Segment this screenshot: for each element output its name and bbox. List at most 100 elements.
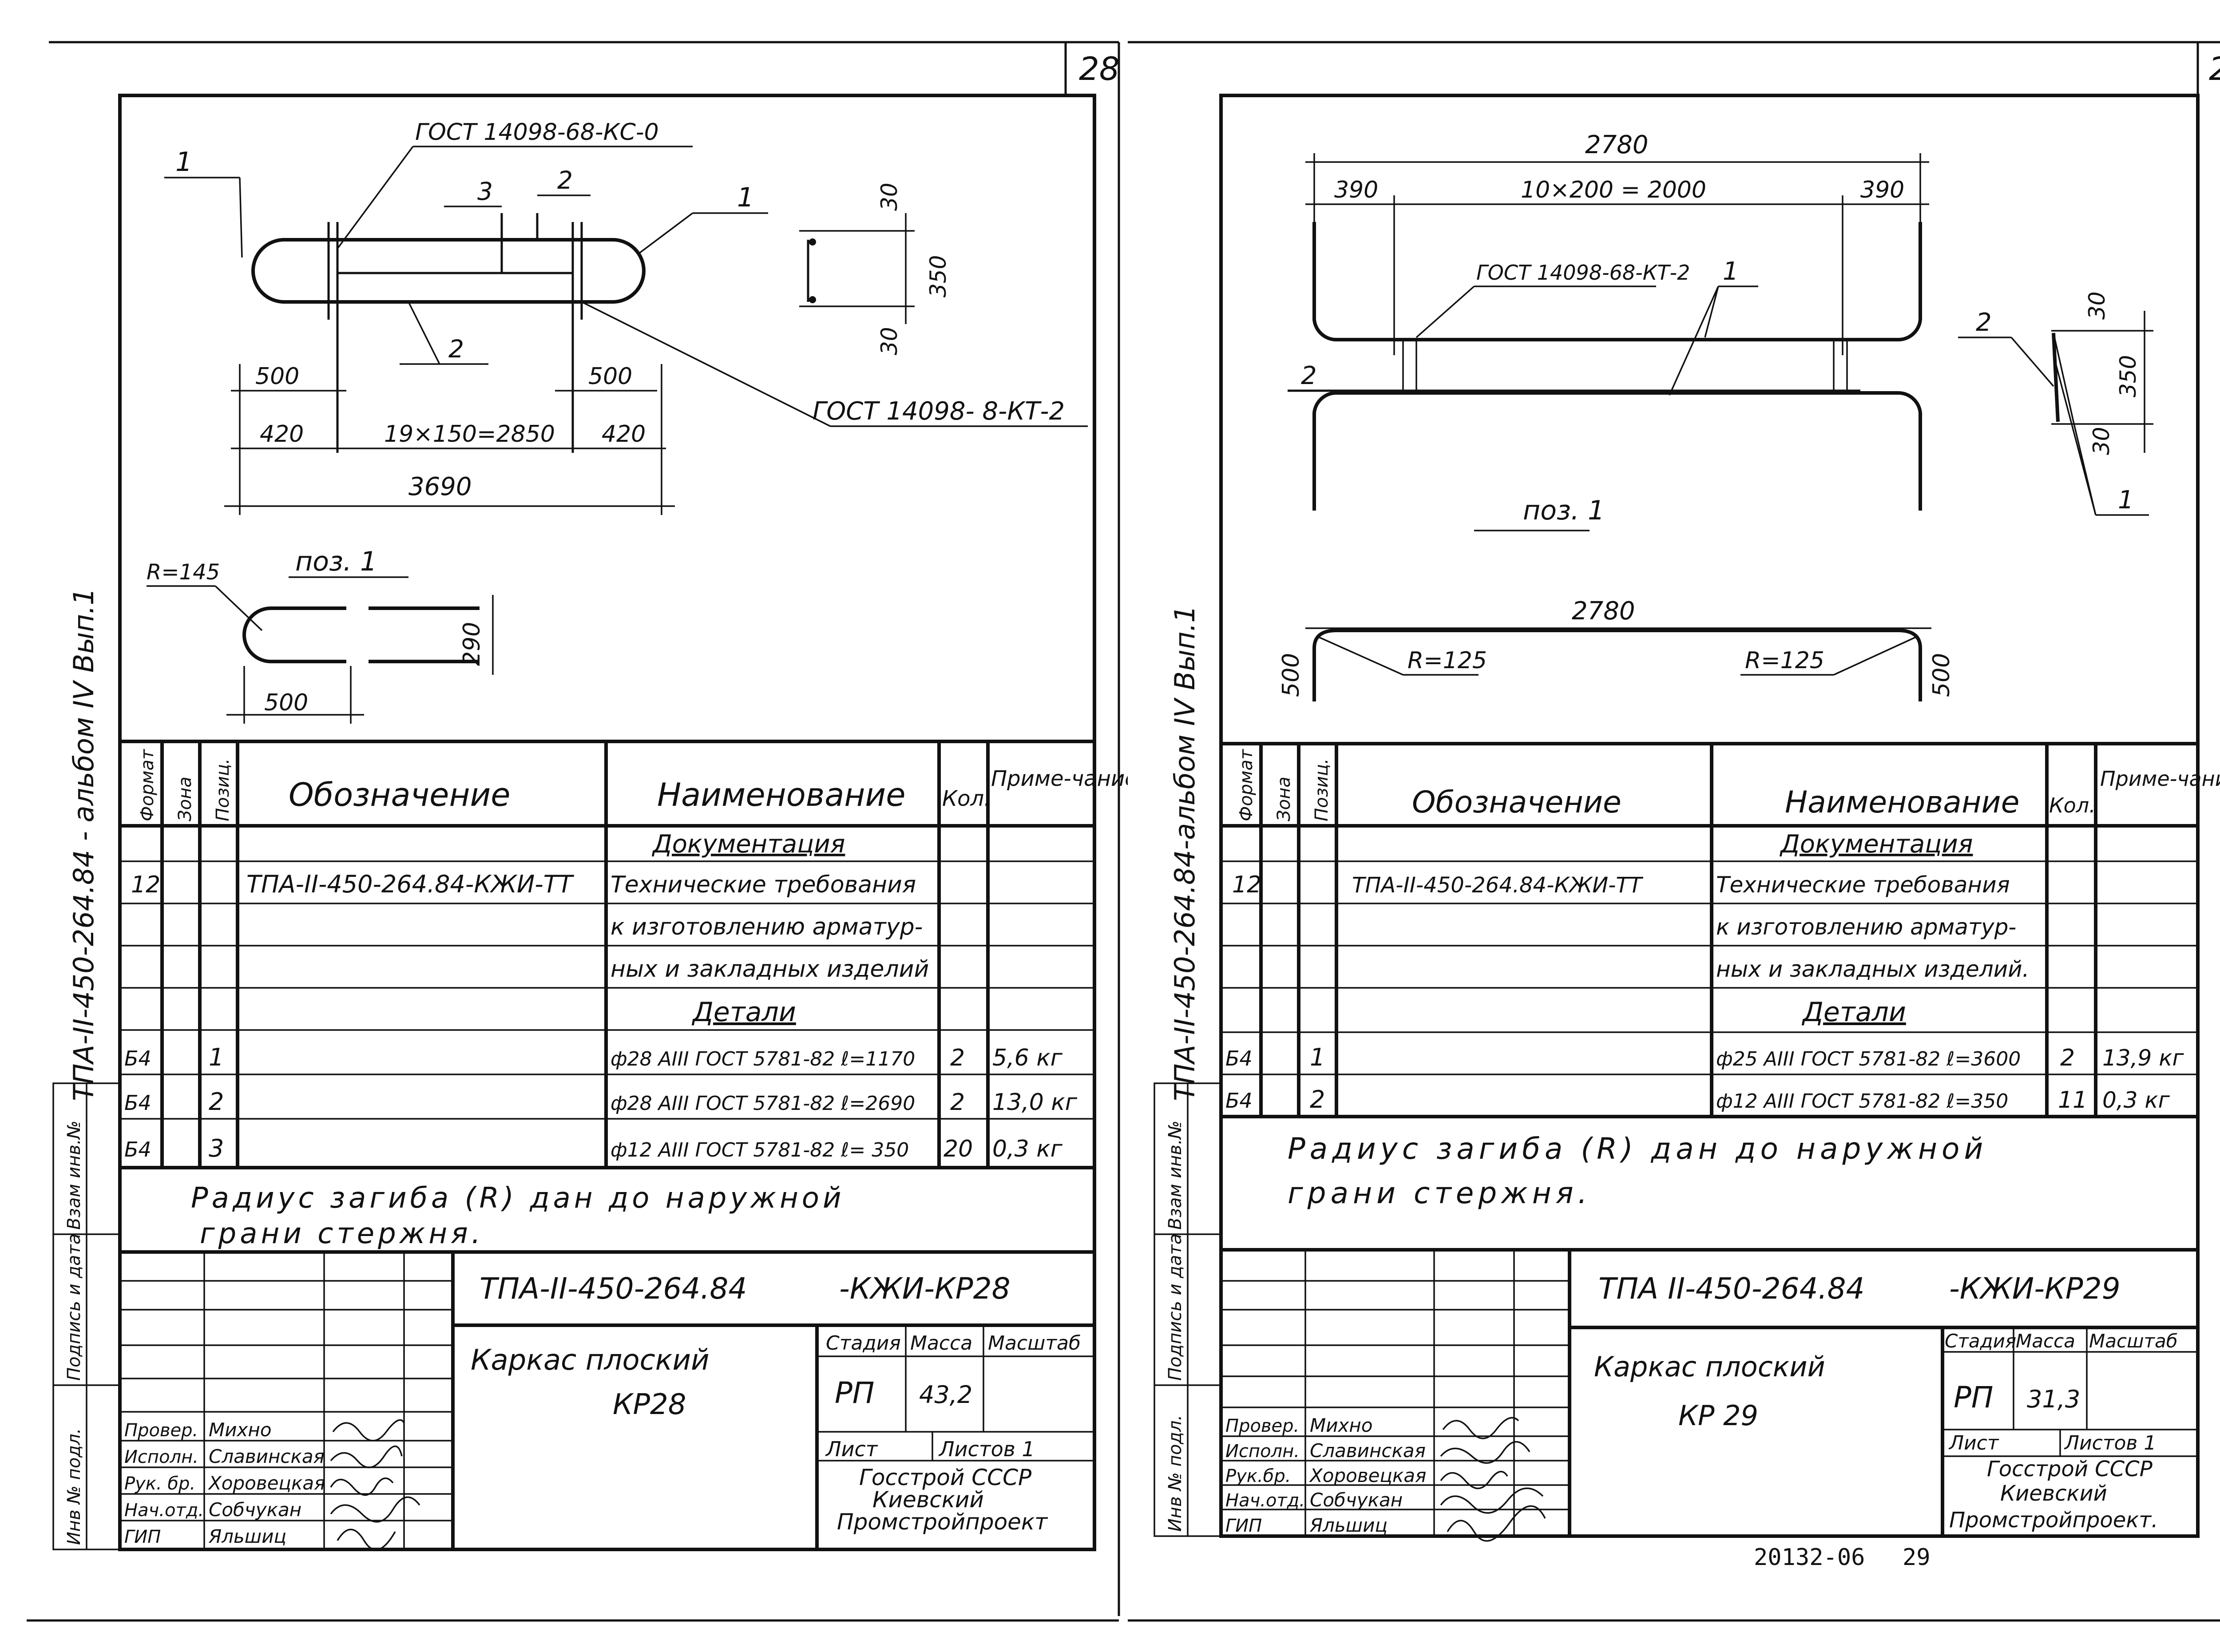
cross-section: 30 350 30: [799, 182, 951, 355]
org-line3: Промстройпроект: [837, 1509, 1048, 1535]
spec-header-qty: Кол.: [2049, 793, 2096, 817]
spec-doc-name-2: к изготовлению арматур-: [610, 914, 923, 940]
title-line2: КР 29: [1678, 1399, 1758, 1432]
spec-table: Формат Зона Позиц. Обозначение Наименова…: [118, 740, 1128, 1169]
scale-label: Масштаб: [988, 1332, 1081, 1355]
stage-label: Стадия: [1945, 1330, 2016, 1352]
spec-section-docs: Документация: [1779, 830, 1973, 859]
page-number: 28: [1079, 50, 1120, 87]
mass-label: Масса: [2016, 1330, 2075, 1352]
detail-pos1: 2780 500 500 R=125 R=125: [1278, 597, 1955, 701]
dim-19x150: 19×150=2850: [384, 421, 555, 448]
detail-dim-500: 500: [264, 689, 308, 716]
mass-label: Масса: [910, 1332, 972, 1355]
bend-note-line1: Радиус загиба (R) дан до наружной: [1288, 1132, 1987, 1166]
dim-2780-top: 2780: [1585, 131, 1649, 159]
detail-dim-500-left: 500: [1278, 653, 1304, 697]
spec-part3-note: 0,3 кг: [992, 1136, 1063, 1162]
side-label-replace: Взам инв.№: [1165, 1121, 1185, 1230]
detail-dim-290: 290: [459, 622, 485, 666]
spec-part3-qty: 20: [944, 1136, 973, 1162]
spec-doc-code: ТПА-II-450-264.84-КЖИ-ТТ: [1352, 873, 1644, 898]
pos-marker-2a: 2: [1301, 361, 1317, 390]
signature-4: [330, 1496, 420, 1523]
spec-header-pos: Позиц.: [1312, 758, 1332, 821]
org-line1: Госстрой СССР: [859, 1465, 1032, 1490]
archive-code: 20132-06: [1754, 1544, 1865, 1571]
spec-part2-note: 0,3 кг: [2102, 1087, 2170, 1113]
dim-390-left: 390: [1334, 177, 1378, 203]
spec-header-designation: Обозначение: [289, 776, 511, 813]
side-label-sign: Подпись и дата: [64, 1234, 84, 1381]
signature-1: [1442, 1417, 1519, 1439]
detail-dim-2780: 2780: [1572, 597, 1635, 626]
name-checker: Михно: [1310, 1414, 1373, 1436]
frame-drawing: ГОСТ 14098-68-КС-0 1 3 2 1 2 ГОСТ 14098-…: [164, 119, 1088, 515]
bend-note-line1: Радиус загиба (R) дан до наружной: [191, 1182, 845, 1215]
spec-doc-name-3: ных и закладных изделий.: [1716, 956, 2030, 982]
role-chief-engineer: ГИП: [124, 1527, 161, 1547]
spec-part1-pos: 1: [1310, 1043, 1325, 1071]
spec-doc-code: ТПА-II-450-264.84-КЖИ-ТТ: [246, 870, 575, 898]
section-dim-350: 350: [2115, 355, 2141, 397]
detail-title: поз. 1: [295, 546, 377, 577]
role-team-lead: Рук. бр.: [124, 1474, 195, 1494]
side-stamp: ТПА-II-450-264.84 - альбом IV Вып.1: [67, 588, 100, 1101]
side-label-inv: Инв № подл.: [64, 1428, 84, 1545]
spec-header-note: Приме-чание: [991, 766, 1128, 791]
signature-2: [330, 1446, 403, 1468]
detail-radius-label: R=145: [147, 560, 220, 585]
role-checker: Провер.: [124, 1420, 198, 1441]
section-dim-30-top: 30: [876, 182, 902, 211]
spec-part1-name: ф25 АIII ГОСТ 5781-82 ℓ=3600: [1716, 1048, 2021, 1070]
radius-left: R=125: [1407, 647, 1487, 674]
spec-header-zone: Зона: [175, 776, 195, 821]
name-chief-engineer: Яльшиц: [208, 1525, 286, 1547]
sheets-count: Листов 1: [2064, 1432, 2156, 1454]
spec-header-pos: Позиц.: [213, 758, 233, 821]
mass-value: 31,3: [2027, 1385, 2080, 1413]
dim-10x200: 10×200 = 2000: [1521, 177, 1706, 203]
role-executor: Исполн.: [1225, 1441, 1300, 1462]
spec-part1-name: ф28 АIII ГОСТ 5781-82 ℓ=1170: [610, 1048, 915, 1070]
name-dept-head: Собчукан: [1310, 1489, 1403, 1511]
spec-doc-name-2: к изготовлению арматур-: [1716, 914, 2016, 940]
spec-part1-note: 5,6 кг: [992, 1045, 1063, 1071]
spec-header-designation: Обозначение: [1412, 785, 1621, 820]
dim-420-right: 420: [602, 421, 646, 448]
doc-code: ТПА-II-450-264.84: [480, 1272, 747, 1306]
pos-marker-1a: 1: [1723, 257, 1739, 286]
doc-suffix: -КЖИ-КР29: [1949, 1272, 2121, 1306]
spec-part1-qty: 2: [950, 1045, 965, 1071]
bend-note-line2: грани стержня.: [200, 1217, 484, 1250]
spec-part2-pos: 2: [209, 1088, 224, 1116]
name-dept-head: Собчукан: [209, 1499, 301, 1521]
name-chief-engineer: Яльшиц: [1309, 1514, 1388, 1536]
spec-header-name: Наименование: [657, 776, 906, 813]
stage-label: Стадия: [826, 1332, 901, 1355]
pos-marker-1b: 1: [737, 182, 754, 213]
role-dept-head: Нач.отд.: [1225, 1490, 1305, 1511]
title-block: ТПА II-450-264.84 -КЖИ-КР29 Каркас плоск…: [1221, 1248, 2198, 1542]
role-dept-head: Нач.отд.: [124, 1500, 204, 1521]
mass-value: 43,2: [919, 1381, 972, 1409]
dim-3690: 3690: [408, 472, 472, 501]
spec-header-format: Формат: [137, 749, 158, 821]
name-executor: Славинская: [209, 1446, 325, 1467]
detail-dim-500-right: 500: [1928, 653, 1955, 697]
side-stamp: ТПА-II-450-264.84-альбом IV Вып.1: [1169, 605, 1201, 1101]
pos-marker-2b: 2: [448, 335, 464, 363]
spec-part1-note: 13,9 кг: [2102, 1045, 2184, 1071]
cross-section: 30 350 30 2 1: [1958, 291, 2153, 516]
signature-3: [330, 1477, 394, 1496]
page-number: 28: [2209, 50, 2220, 87]
name-team-lead: Хоровецкая: [1309, 1465, 1426, 1486]
role-team-lead: Рук.бр.: [1225, 1466, 1291, 1486]
title-line1: Каркас плоский: [471, 1344, 710, 1377]
spec-doc-name-1: Технические требования: [610, 872, 916, 898]
signature-4: [1440, 1487, 1544, 1514]
scale-label: Масштаб: [2089, 1330, 2178, 1352]
dim-390-right: 390: [1860, 177, 1904, 203]
org-line1: Госстрой СССР: [1987, 1457, 2153, 1482]
spec-part1-format: Б4: [124, 1046, 151, 1070]
